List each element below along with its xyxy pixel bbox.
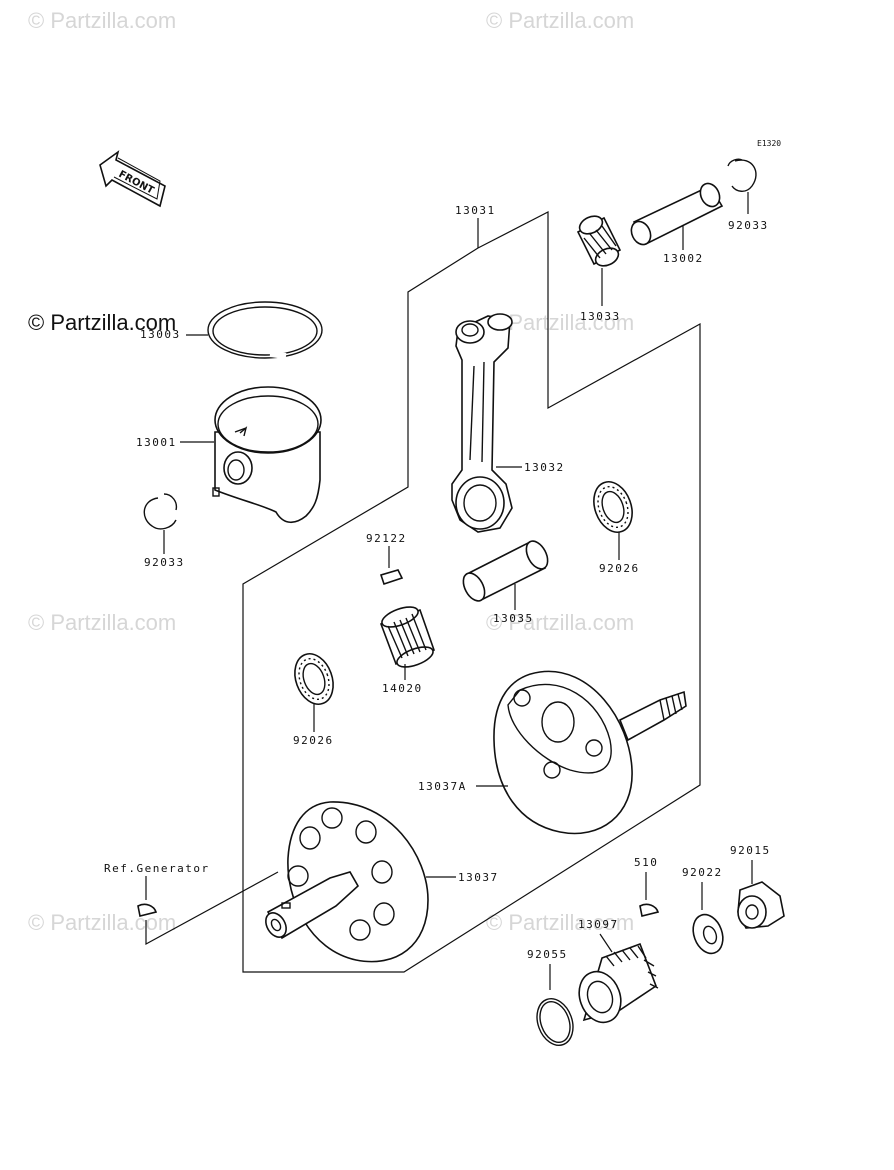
- front-arrow-icon: FRONT: [99, 150, 166, 208]
- label-92122: 92122: [366, 532, 407, 545]
- label-92015: 92015: [730, 844, 771, 857]
- watermark-top-left: © Partzilla.com: [28, 8, 176, 33]
- piston-pin-13002: [630, 182, 724, 246]
- label-13031: 13031: [455, 204, 496, 217]
- watermark-lower-left: © Partzilla.com: [28, 610, 176, 635]
- diagram-code: E1320: [757, 139, 781, 148]
- watermark-bottom-left: © Partzilla.com: [28, 910, 176, 935]
- connecting-rod-13032: [451, 313, 513, 533]
- snap-ring-92033-top: [731, 159, 757, 192]
- label-92026-right: 92026: [599, 562, 640, 575]
- label-13037A: 13037A: [418, 780, 467, 793]
- label-92033-left: 92033: [144, 556, 185, 569]
- watermark-main: © Partzilla.com: [28, 310, 176, 335]
- watermark-bottom-right: © Partzilla.com: [486, 910, 634, 935]
- snap-ring-92033-left: [143, 497, 177, 530]
- woodruff-key-510: [639, 903, 660, 917]
- watermark-group: © Partzilla.com © Partzilla.com © Partzi…: [28, 8, 634, 935]
- label-13035: 13035: [493, 612, 534, 625]
- label-92033-top: 92033: [728, 219, 769, 232]
- label-13001: 13001: [136, 436, 177, 449]
- o-ring-92055: [536, 998, 574, 1046]
- label-ref-generator: Ref.Generator: [104, 862, 210, 875]
- washer-92022: [692, 913, 724, 955]
- label-92055: 92055: [527, 948, 568, 961]
- label-13003: 13003: [140, 328, 181, 341]
- nut-92015: [737, 881, 785, 929]
- gear-13097: [578, 942, 659, 1024]
- crankshaft-13037: [265, 801, 429, 963]
- snap-ring-92033-top-end: [727, 158, 743, 167]
- label-13032: 13032: [524, 461, 565, 474]
- needle-bearing-13033: [576, 215, 622, 267]
- leader-13097: [599, 933, 613, 953]
- woodruff-key-generator: [137, 903, 158, 917]
- label-92022: 92022: [682, 866, 723, 879]
- thrust-washer-92026-right: [593, 481, 633, 533]
- watermark-top-right: © Partzilla.com: [486, 8, 634, 33]
- snap-ring-92033-left-end: [163, 493, 178, 511]
- watermark-lower-right: © Partzilla.com: [486, 610, 634, 635]
- crank-pin-13035: [462, 540, 549, 602]
- needle-bearing-14020: [379, 606, 436, 668]
- piston-ring-13003: [207, 301, 323, 359]
- crankshaft-13037A: [493, 670, 687, 835]
- label-13037: 13037: [458, 871, 499, 884]
- pin-92122: [379, 569, 404, 586]
- assembly-bracket-13031: [242, 211, 701, 973]
- label-92026-left: 92026: [293, 734, 334, 747]
- piston-13001: [212, 386, 322, 524]
- thrust-washer-92026-left: [294, 653, 334, 705]
- label-13097: 13097: [578, 918, 619, 931]
- label-13033: 13033: [580, 310, 621, 323]
- label-510: 510: [634, 856, 658, 869]
- leader-ref-generator-to-crank: [145, 871, 279, 946]
- label-14020: 14020: [382, 682, 423, 695]
- label-13002: 13002: [663, 252, 704, 265]
